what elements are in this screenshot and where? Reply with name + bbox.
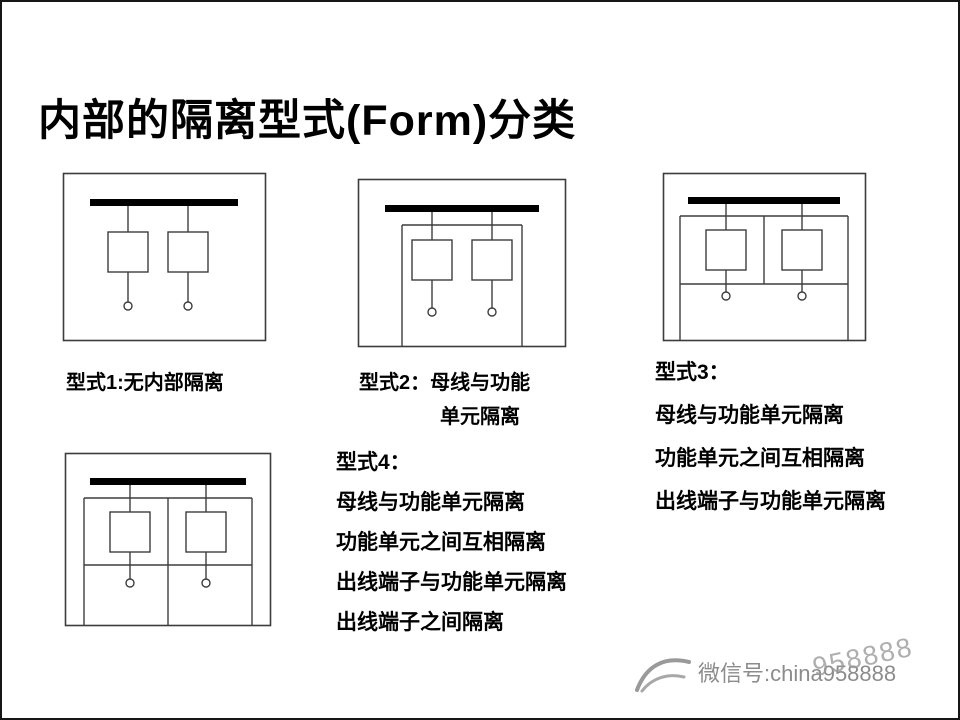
form3-diagram: [662, 172, 867, 342]
functional-unit: [167, 231, 209, 273]
functional-unit: [781, 229, 823, 271]
form3-text-block: 型式3： 母线与功能单元隔离 功能单元之间互相隔离 出线端子与功能单元隔离: [655, 356, 886, 528]
busbar: [385, 205, 539, 212]
form4-text-block: 型式4： 母线与功能单元隔离 功能单元之间互相隔离 出线端子与功能单元隔离 出线…: [336, 446, 567, 646]
form2-diagram: [357, 178, 567, 348]
terminal-circle: [201, 578, 211, 588]
enclosure-outline: [662, 172, 867, 342]
form2-label-line2: 单元隔离: [440, 406, 520, 428]
form4-line: 出线端子之间隔离: [336, 611, 504, 634]
enclosure-outline: [62, 172, 267, 342]
form3-line: 母线与功能单元隔离: [655, 404, 844, 427]
busbar: [90, 199, 238, 206]
form4-diagram: [64, 452, 272, 627]
terminal-circle: [125, 578, 135, 588]
watermark: 微信号:china958888 958888: [634, 632, 916, 694]
swoosh-curve: [635, 658, 691, 692]
form3-line: 功能单元之间互相隔离: [655, 447, 865, 470]
busbar: [688, 197, 840, 204]
enclosure-outline: [357, 178, 567, 348]
watermark-text: 微信号:china958888: [698, 661, 897, 686]
terminal-circle: [123, 301, 133, 311]
form3-heading: 型式3：: [655, 361, 730, 384]
form4-line: 功能单元之间互相隔离: [336, 531, 546, 554]
form1-diagram: [62, 172, 267, 342]
page-title: 内部的隔离型式(Form)分类: [38, 97, 577, 145]
form4-line: 母线与功能单元隔离: [336, 491, 525, 514]
enclosure-outline: [64, 452, 272, 627]
functional-unit: [411, 239, 453, 281]
functional-unit: [705, 229, 747, 271]
terminal-circle: [797, 291, 807, 301]
functional-unit: [109, 511, 151, 553]
terminal-circle: [427, 307, 437, 317]
form1-label: 型式1:无内部隔离: [66, 372, 224, 394]
swoosh-logo-icon: [635, 658, 691, 693]
busbar: [90, 478, 246, 485]
form2-label-line1: 型式2：母线与功能: [359, 372, 531, 394]
functional-unit: [471, 239, 513, 281]
terminal-circle: [721, 291, 731, 301]
functional-unit: [185, 511, 227, 553]
form4-line: 出线端子与功能单元隔离: [336, 571, 567, 594]
terminal-circle: [183, 301, 193, 311]
form3-line: 出线端子与功能单元隔离: [655, 490, 886, 513]
functional-unit: [107, 231, 149, 273]
swoosh-curve: [640, 674, 686, 693]
form4-heading: 型式4：: [336, 451, 411, 474]
terminal-circle: [487, 307, 497, 317]
